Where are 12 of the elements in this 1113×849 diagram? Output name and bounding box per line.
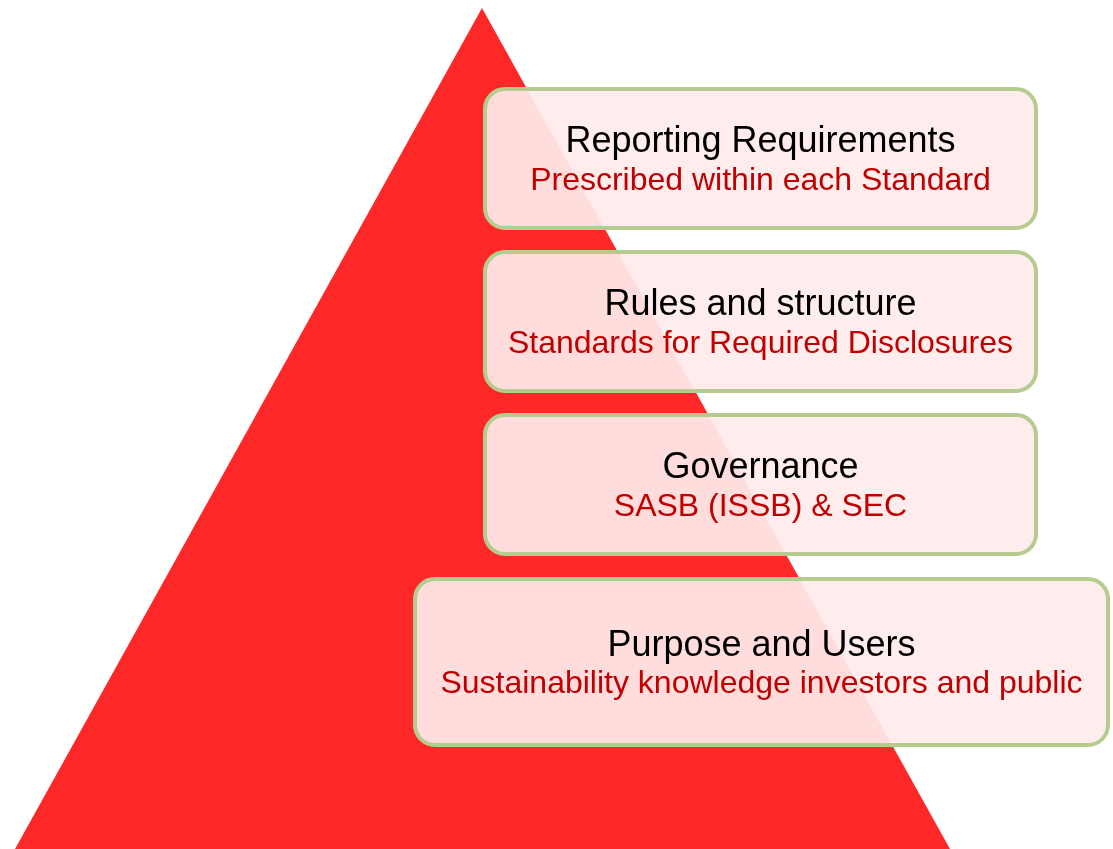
body-text: Standards for Required Disclosures — [507, 323, 1014, 361]
level-box — [483, 413, 1038, 556]
body-text: SASB (ISSB) & SEC — [613, 486, 908, 524]
level-box — [483, 250, 1038, 393]
heading-text: Governance — [662, 445, 859, 487]
heading-text: Purpose and Users — [607, 622, 916, 665]
heading-text: Rules and structure — [604, 282, 917, 324]
body-text: Sustainability knowledge investors and public — [440, 664, 1083, 702]
heading-text: Reporting Requirements — [565, 119, 956, 161]
body-text: Prescribed within each Standard — [530, 160, 991, 198]
level-box — [413, 577, 1110, 747]
level-box — [483, 87, 1038, 230]
